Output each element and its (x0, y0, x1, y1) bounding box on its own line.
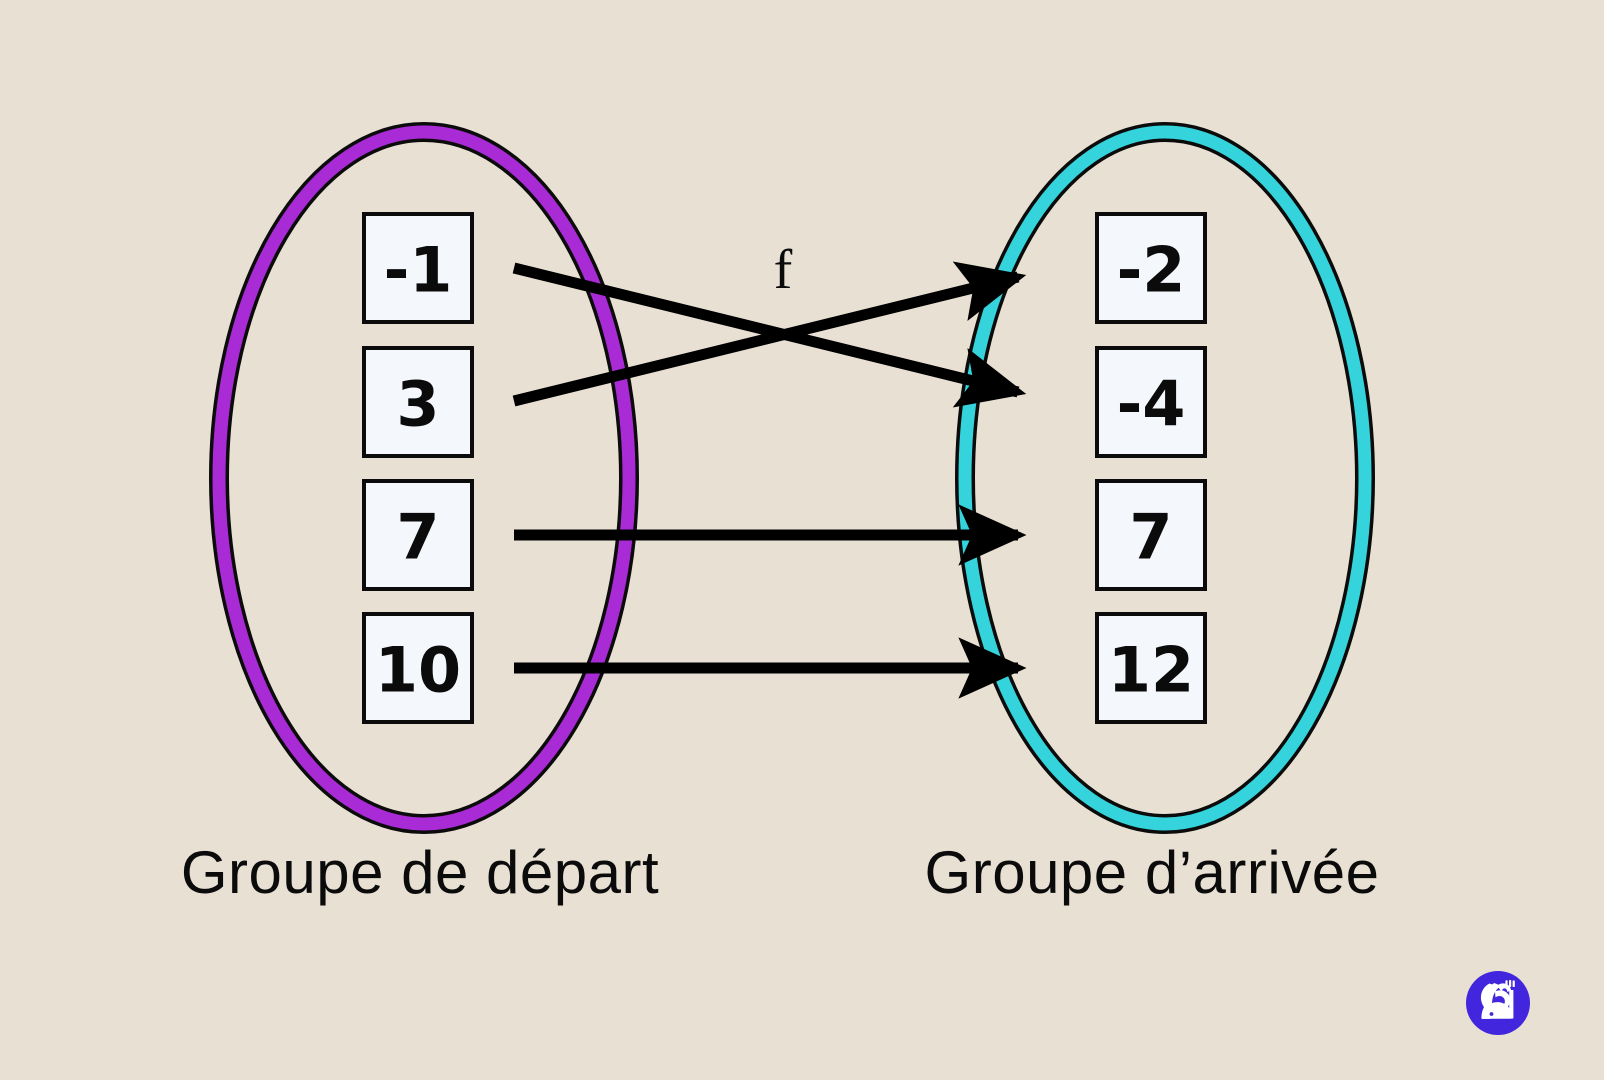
value-box-label: 7 (1129, 501, 1172, 574)
codomain-box-2[interactable]: 7 (1095, 479, 1207, 591)
value-box[interactable] (1095, 479, 1207, 591)
codomain-ellipse-fill (958, 125, 1372, 831)
codomain-box-1[interactable]: -4 (1095, 346, 1207, 458)
function-label: f (774, 239, 793, 301)
value-box-label: 7 (396, 501, 439, 574)
griffin-icon (1480, 980, 1515, 1019)
arrow-3-to-minus2 (512, 261, 1027, 407)
value-box[interactable] (1095, 346, 1207, 458)
value-box-label: 12 (1108, 634, 1194, 707)
domain-ellipse-fill (212, 125, 636, 831)
value-box[interactable] (362, 612, 474, 724)
codomain-box-0[interactable]: -2 (1095, 212, 1207, 324)
value-box[interactable] (1095, 212, 1207, 324)
value-box[interactable] (362, 212, 474, 324)
mapping-arrows (512, 261, 1027, 699)
value-box-label: -1 (384, 234, 453, 307)
codomain-label: Groupe d’arrivée (925, 839, 1380, 906)
value-box-label: -2 (1117, 234, 1186, 307)
domain-box-3[interactable]: 10 (362, 612, 474, 724)
domain-group (209, 122, 639, 834)
value-box[interactable] (1095, 612, 1207, 724)
codomain-group (955, 122, 1375, 834)
domain-label: Groupe de départ (181, 839, 659, 906)
domain-box-0[interactable]: -1 (362, 212, 474, 324)
value-box-label: 10 (375, 634, 461, 707)
domain-box-1[interactable]: 3 (362, 346, 474, 458)
value-box[interactable] (362, 479, 474, 591)
griffin-logo[interactable] (1466, 971, 1530, 1035)
value-box-label: 3 (396, 368, 439, 441)
codomain-box-3[interactable]: 12 (1095, 612, 1207, 724)
domain-value-boxes: -1 3 7 10 (362, 212, 474, 724)
value-box[interactable] (362, 346, 474, 458)
value-box-label: -4 (1117, 368, 1186, 441)
domain-box-2[interactable]: 7 (362, 479, 474, 591)
arrow-minus1-to-minus4 (512, 262, 1027, 408)
codomain-value-boxes: -2 -4 7 12 (1095, 212, 1207, 724)
